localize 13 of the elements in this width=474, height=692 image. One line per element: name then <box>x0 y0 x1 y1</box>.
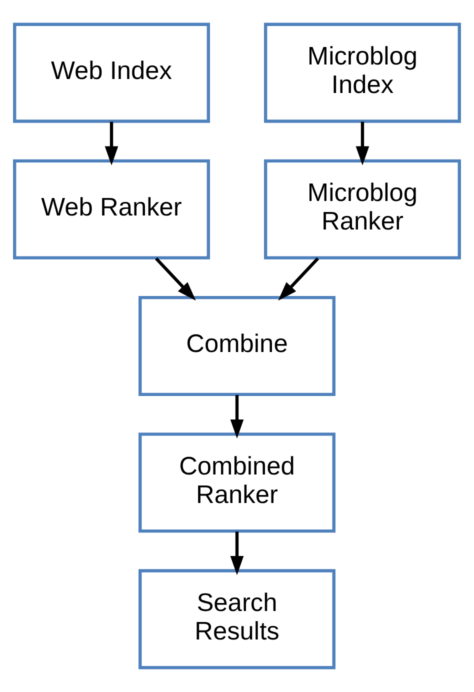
arrow <box>154 257 196 301</box>
node-box: Microblog Index <box>264 22 461 123</box>
arrow <box>356 122 370 166</box>
node-box: Web Index <box>13 22 210 123</box>
node-box: Combine <box>138 296 336 396</box>
arrow <box>104 122 118 166</box>
node-box: Search Results <box>138 569 336 670</box>
arrow <box>230 532 244 576</box>
arrow <box>230 395 244 439</box>
node-box: Combined Ranker <box>138 432 336 533</box>
node-box: Web Ranker <box>13 159 210 260</box>
node-box: Microblog Ranker <box>264 159 461 260</box>
arrow <box>278 257 320 301</box>
